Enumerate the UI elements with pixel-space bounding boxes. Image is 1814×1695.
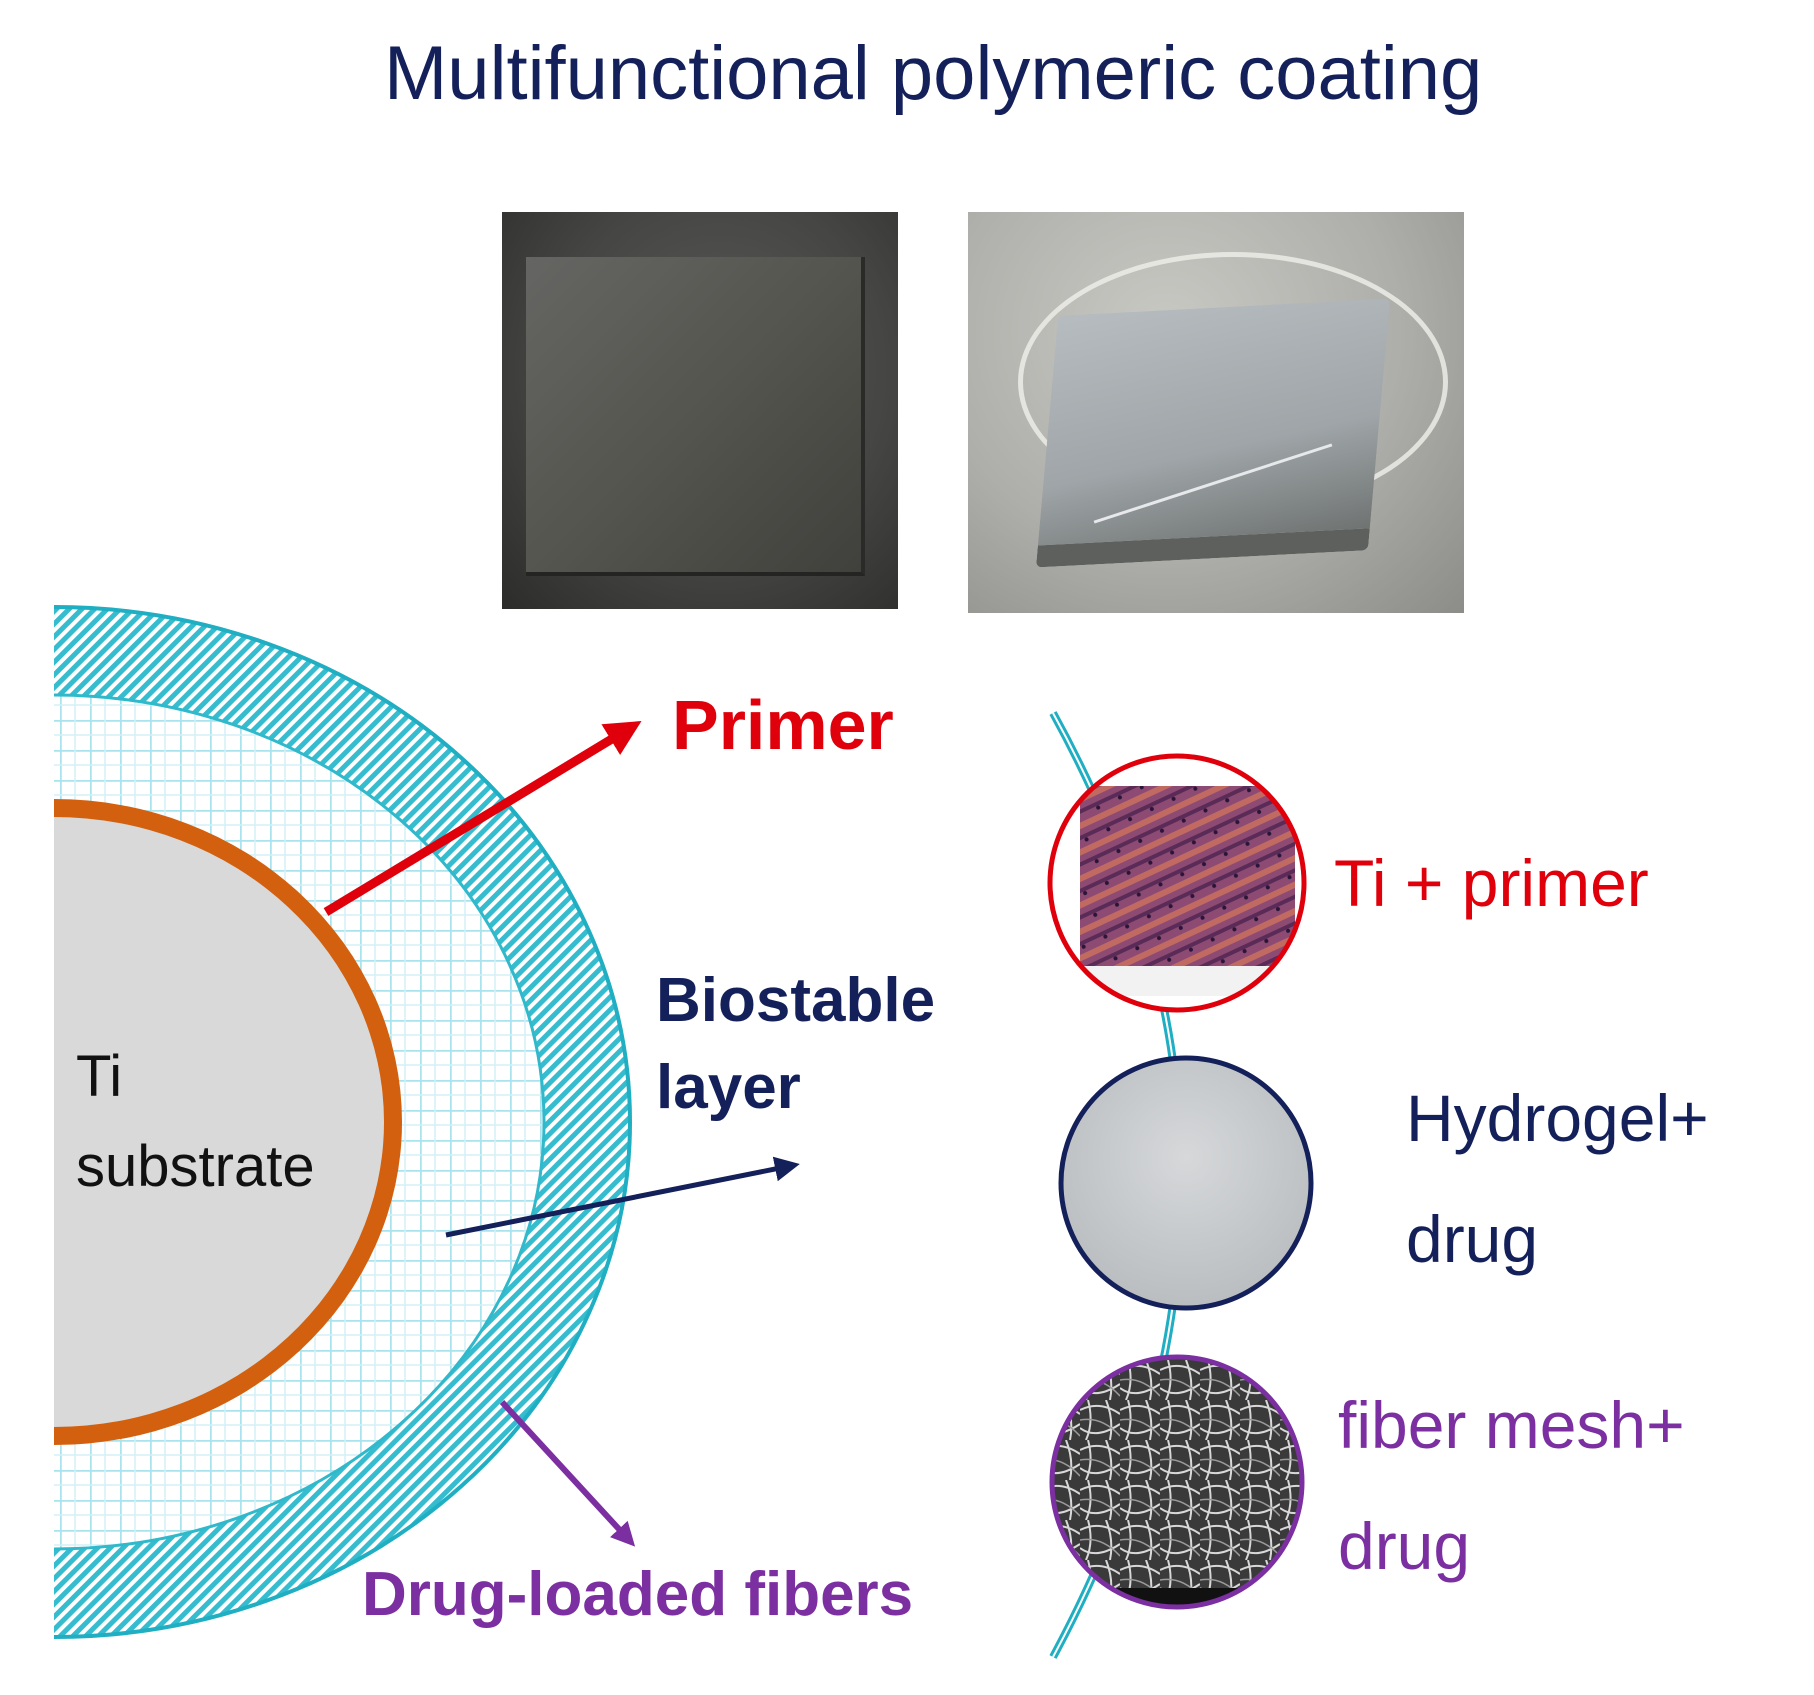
hydrogel-label-line2: drug [1406, 1202, 1539, 1276]
page-title: Multifunctional polymeric coating [384, 31, 1483, 116]
hydrogel-label-line1: Hydrogel+ [1406, 1081, 1709, 1155]
coated-sample-slab [1035, 298, 1391, 568]
ti-substrate [54, 817, 384, 1427]
titanium-sample-block [526, 257, 865, 576]
primer-label: Primer [672, 686, 894, 764]
biostable-label-line1: Biostable [656, 966, 936, 1035]
biostable-arrow [445, 1156, 800, 1238]
fiber-mesh-label-line1: fiber mesh+ [1338, 1388, 1685, 1462]
ti-primer-inset-border [1047, 753, 1307, 1013]
substrate-label-substrate: substrate [76, 1134, 315, 1199]
hydrogel-micrograph [1061, 1058, 1311, 1308]
coated-sample-photo [968, 212, 1464, 613]
ti-primer-label: Ti + primer [1334, 846, 1649, 920]
hydrogel-inset-border [1058, 1055, 1314, 1311]
uncoated-sample-photo [502, 212, 898, 609]
coating-layers [54, 605, 632, 1639]
biostable-label-line2: layer [656, 1053, 801, 1122]
fiber-mesh-micrograph [1052, 1357, 1302, 1607]
fiber-mesh-inset-border [1049, 1354, 1305, 1610]
primer-arrow [323, 721, 642, 916]
fibers-arrow [499, 1399, 636, 1547]
substrate-label-ti: Ti [76, 1044, 123, 1109]
fiber-mesh-label-line2: drug [1338, 1509, 1471, 1583]
fibers-label: Drug-loaded fibers [362, 1560, 914, 1629]
